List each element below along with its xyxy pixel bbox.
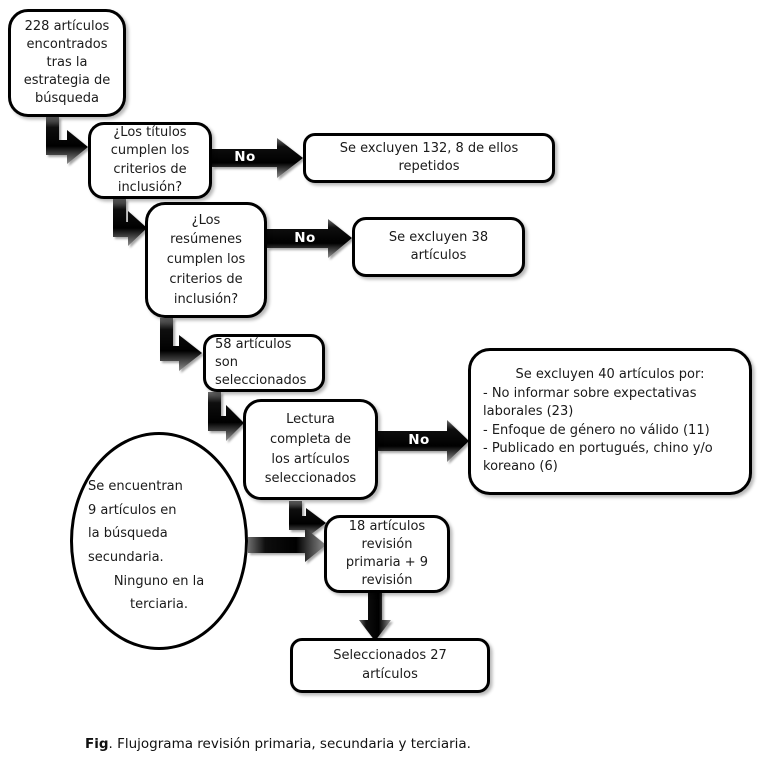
arrow-titles-no-to-excluded	[212, 138, 303, 178]
node-selected-58: 58 artículos son seleccionados	[203, 334, 325, 392]
excluded-full-reading-item: - Publicado en portugués, chino y/o kore…	[483, 440, 713, 475]
node-secondary-search-text2: Ninguno en la terciaria.	[113, 573, 205, 613]
arrow-secondary-to-combined	[248, 528, 326, 562]
node-full-reading-text: Lectura completa de los artículos selecc…	[264, 412, 357, 487]
node-excluded-abstracts: Se excluyen 38 artículos	[352, 217, 525, 277]
node-initial-articles-text: 228 artículos encontrados tras la estrat…	[23, 18, 111, 107]
node-final-selection: Seleccionados 27 artículos	[290, 638, 490, 693]
node-excluded-full-reading: Se excluyen 40 artículos por: - No infor…	[468, 348, 752, 495]
figure-caption-prefix: Fig	[85, 736, 109, 752]
node-selected-58-text: 58 artículos son seleccionados	[215, 336, 307, 389]
arrow-initial-to-titles	[46, 117, 88, 164]
node-initial-articles: 228 artículos encontrados tras la estrat…	[8, 9, 126, 117]
node-excluded-titles-text: Se excluyen 132, 8 de ellos repetidos	[339, 140, 519, 174]
arrow-abstracts-to-selected	[160, 318, 202, 371]
node-titles-question: ¿Los títulos cumplen los criterios de in…	[88, 122, 212, 199]
node-titles-question-text: ¿Los títulos cumplen los criterios de in…	[110, 125, 190, 195]
node-combined-review: 18 artículos revisión primaria + 9 revis…	[324, 515, 450, 593]
node-abstracts-question-text: ¿Los resúmenes cumplen los criterios de …	[166, 212, 246, 307]
figure-caption-text: . Flujograma revisión primaria, secundar…	[108, 736, 471, 752]
node-excluded-titles: Se excluyen 132, 8 de ellos repetidos	[303, 133, 555, 183]
arrow-combined-to-final	[359, 591, 391, 641]
arrow-titles-to-abstracts	[113, 199, 147, 246]
no-label-abstracts: No	[294, 230, 316, 246]
arrow-selected-to-reading	[208, 392, 244, 441]
arrow-abstracts-no-to-excluded	[267, 219, 352, 258]
node-abstracts-question: ¿Los resúmenes cumplen los criterios de …	[145, 202, 267, 318]
node-secondary-search: Se encuentran 9 artículos en la búsqueda…	[70, 432, 248, 650]
node-final-selection-text: Seleccionados 27 artículos	[333, 648, 447, 682]
no-label-reading: No	[408, 432, 430, 448]
figure-caption: Fig. Flujograma revisión primaria, secun…	[85, 736, 471, 752]
node-full-reading: Lectura completa de los artículos selecc…	[243, 399, 378, 500]
node-excluded-abstracts-text: Se excluyen 38 artículos	[388, 229, 489, 263]
arrow-reading-to-combined	[289, 501, 326, 538]
node-secondary-search-text: Se encuentran 9 artículos en la búsqueda…	[88, 479, 183, 565]
excluded-full-reading-item: - Enfoque de género no válido (11)	[483, 422, 710, 438]
arrow-reading-no-to-excluded	[378, 420, 469, 462]
excluded-full-reading-title: Se excluyen 40 artículos por:	[515, 367, 705, 383]
excluded-full-reading-item: - No informar sobre expectativas laboral…	[483, 385, 697, 420]
no-label-titles: No	[234, 149, 256, 165]
node-combined-review-text: 18 artículos revisión primaria + 9 revis…	[345, 519, 429, 588]
